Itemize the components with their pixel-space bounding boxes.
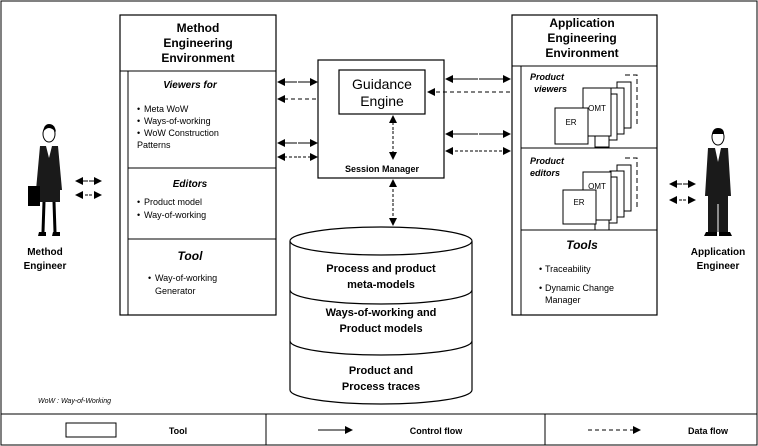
er-viewer-label: ER bbox=[565, 118, 576, 127]
viewers-bullet-1: • bbox=[137, 104, 140, 114]
product-viewers-label-2: viewers bbox=[534, 84, 567, 94]
footnote: WoW : Way-of-Working bbox=[38, 398, 111, 405]
product-editors-label-2: editors bbox=[530, 168, 560, 178]
legend-control-label: Control flow bbox=[410, 426, 463, 436]
tool-item-1-cont: Generator bbox=[155, 286, 196, 296]
application-engineering-environment: Application Engineering Environment Prod… bbox=[511, 14, 658, 316]
er-viewer-window bbox=[554, 107, 589, 145]
editors-heading: Editors bbox=[173, 179, 208, 190]
application-engineer-label-2: Engineer bbox=[697, 261, 740, 272]
viewers-item-2: Ways-of-working bbox=[144, 116, 211, 126]
legend-tool-label: Tool bbox=[169, 426, 187, 436]
method-engineer-control-arrows bbox=[75, 177, 102, 199]
er-editor-label: ER bbox=[573, 198, 584, 207]
session-manager-label: Session Manager bbox=[345, 164, 420, 174]
product-editors-label-1: Product bbox=[530, 156, 565, 166]
tools-item-2-cont: Manager bbox=[545, 295, 581, 305]
tools-bullet-2: • bbox=[539, 283, 542, 293]
app-env-title-2: Engineering bbox=[547, 31, 616, 45]
method-env-title-1: Method bbox=[177, 21, 220, 35]
guidance-engine-label-2: Engine bbox=[360, 93, 404, 109]
editors-item-2: Way-of-working bbox=[144, 210, 206, 220]
tools-item-1: Traceability bbox=[545, 264, 591, 274]
cylinder-top bbox=[289, 226, 473, 256]
tools-bullet-1: • bbox=[539, 264, 542, 274]
viewers-item-3-cont: Patterns bbox=[137, 140, 171, 150]
app-env-title-3: Environment bbox=[545, 46, 618, 60]
db-layer3-line2: Process traces bbox=[342, 381, 420, 393]
viewers-bullet-2: • bbox=[137, 116, 140, 126]
guidance-engine-box bbox=[338, 69, 426, 115]
product-viewers-stack: OMT ER bbox=[554, 74, 638, 148]
omt-viewer-label: OMT bbox=[588, 104, 606, 113]
omt-editor-label: OMT bbox=[588, 182, 606, 191]
db-layer2-line2: Product models bbox=[339, 323, 422, 335]
method-env-title-2: Engineering bbox=[163, 36, 232, 50]
legend: Tool Control flow Data flow bbox=[1, 413, 757, 445]
legend-data-label: Data flow bbox=[688, 426, 729, 436]
er-editor-window bbox=[562, 189, 597, 225]
tool-bullet-1: • bbox=[148, 273, 151, 283]
tools-heading: Tools bbox=[566, 238, 598, 252]
viewers-item-3: WoW Construction bbox=[144, 128, 219, 138]
product-viewers-label-1: Product bbox=[530, 72, 565, 82]
method-engineer-figure bbox=[28, 124, 62, 236]
db-layer1-line1: Process and product bbox=[326, 263, 436, 275]
tool-heading: Tool bbox=[178, 249, 204, 263]
product-editors-stack: OMT ER bbox=[562, 157, 638, 231]
cylinder-divider-1 bbox=[289, 289, 473, 305]
db-layer1-line2: meta-models bbox=[347, 279, 415, 291]
app-env-box bbox=[511, 14, 658, 316]
cylinder-divider-2 bbox=[289, 340, 473, 356]
method-env-title-3: Environment bbox=[161, 51, 234, 65]
method-engineering-environment: Method Engineering Environment Viewers f… bbox=[119, 14, 277, 316]
repository-cylinder: Process and product meta-models Ways-of-… bbox=[289, 226, 473, 405]
flow-arrows bbox=[75, 75, 696, 226]
db-layer3-line1: Product and bbox=[349, 365, 413, 377]
legend-tool-swatch bbox=[65, 422, 117, 438]
method-engineer-label-1: Method bbox=[27, 247, 63, 258]
tool-item-1: Way-of-working bbox=[155, 273, 217, 283]
editors-item-1: Product model bbox=[144, 197, 202, 207]
guidance-engine-label-1: Guidance bbox=[352, 76, 412, 92]
viewers-item-1: Meta WoW bbox=[144, 104, 189, 114]
editors-bullet-2: • bbox=[137, 210, 140, 220]
viewers-heading: Viewers for bbox=[163, 80, 218, 91]
db-layer2-line1: Ways-of-working and bbox=[326, 307, 437, 319]
application-engineer-figure bbox=[704, 128, 732, 236]
editors-bullet-1: • bbox=[137, 197, 140, 207]
guidance-engine-block: Guidance Engine Session Manager bbox=[317, 59, 445, 179]
application-engineer-label-1: Application bbox=[691, 247, 745, 258]
app-env-title-1: Application bbox=[549, 16, 614, 30]
viewers-bullet-3: • bbox=[137, 128, 140, 138]
method-engineer-label-2: Engineer bbox=[24, 261, 67, 272]
tools-item-2: Dynamic Change bbox=[545, 283, 614, 293]
method-env-box bbox=[119, 14, 277, 316]
